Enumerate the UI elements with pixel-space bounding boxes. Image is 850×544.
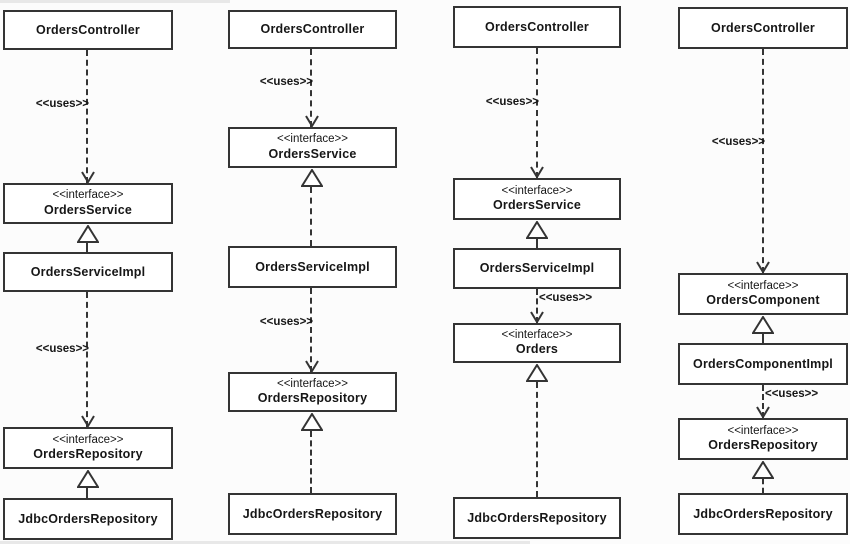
class-name: OrdersService: [43, 202, 133, 217]
stereotype-label: <<interface>>: [52, 189, 124, 202]
uses-label: <<uses>>: [259, 316, 313, 328]
class-name: OrdersController: [711, 20, 815, 35]
class-name: OrdersController: [260, 22, 365, 37]
open-arrowhead-down-icon: [81, 171, 95, 183]
class-name: OrdersComponent: [706, 293, 820, 308]
interface-box-ordersservice: <<interface>> OrdersService: [228, 127, 397, 168]
class-name: OrdersRepository: [33, 447, 143, 462]
class-box-ordersserviceimpl: OrdersServiceImpl: [228, 246, 397, 288]
uses-label: <<uses>>: [35, 98, 89, 110]
dependency-dashed-line: [310, 288, 312, 372]
class-name: OrdersServiceImpl: [255, 259, 370, 274]
class-box-orderscontroller: OrdersController: [228, 10, 397, 49]
dependency-dashed-line: [86, 292, 88, 427]
class-name: JdbcOrdersRepository: [18, 511, 158, 526]
dependency-dashed-line: [536, 48, 538, 178]
class-name: JdbcOrdersRepository: [693, 506, 833, 521]
open-arrowhead-down-icon: [756, 406, 770, 418]
interface-box-orders: <<interface>> Orders: [453, 323, 621, 363]
class-box-orderscomponentimpl: OrdersComponentImpl: [678, 343, 848, 385]
open-arrowhead-down-icon: [756, 261, 770, 273]
realization-dashed-line: [310, 431, 312, 493]
class-name: OrdersController: [485, 19, 589, 34]
realization-dashed-line: [310, 187, 312, 246]
uses-label: <<uses>>: [259, 76, 313, 88]
interface-box-ordersrepository: <<interface>> OrdersRepository: [3, 427, 173, 469]
class-name: Orders: [515, 342, 559, 357]
realization-dashed-line: [762, 334, 764, 343]
dependency-dashed-line: [86, 50, 88, 183]
class-box-jdbcordersrepository: JdbcOrdersRepository: [3, 498, 173, 540]
class-name: OrdersRepository: [257, 391, 368, 406]
interface-box-ordersrepository: <<interface>> OrdersRepository: [228, 372, 397, 412]
stereotype-label: <<interface>>: [277, 377, 348, 390]
realization-dashed-line: [86, 488, 88, 498]
scan-artifact: [0, 0, 230, 3]
uses-label: <<uses>>: [711, 136, 765, 148]
stereotype-label: <<interface>>: [727, 279, 799, 292]
realization-triangle-icon: [526, 364, 548, 382]
class-box-orderscontroller: OrdersController: [453, 6, 621, 48]
realization-dashed-line: [762, 479, 764, 493]
open-arrowhead-down-icon: [81, 415, 95, 427]
dependency-dashed-line: [762, 385, 764, 418]
class-box-jdbcordersrepository: JdbcOrdersRepository: [453, 497, 621, 539]
class-box-orderscontroller: OrdersController: [678, 7, 848, 49]
dependency-dashed-line: [310, 49, 312, 127]
realization-triangle-icon: [301, 413, 323, 431]
realization-triangle-icon: [752, 316, 774, 334]
realization-triangle-icon: [752, 461, 774, 479]
stereotype-label: <<interface>>: [727, 424, 799, 437]
uses-label: <<uses>>: [765, 388, 819, 400]
class-name: OrdersServiceImpl: [479, 261, 595, 276]
interface-box-orderscomponent: <<interface>> OrdersComponent: [678, 273, 848, 315]
realization-dashed-line: [536, 382, 538, 497]
class-name: OrdersServiceImpl: [30, 264, 146, 279]
class-box-jdbcordersrepository: JdbcOrdersRepository: [228, 493, 397, 535]
interface-box-ordersservice: <<interface>> OrdersService: [3, 183, 173, 224]
class-name: OrdersService: [492, 198, 582, 213]
class-name: JdbcOrdersRepository: [467, 510, 607, 525]
realization-triangle-icon: [77, 225, 99, 243]
stereotype-label: <<interface>>: [277, 133, 348, 146]
interface-box-ordersservice: <<interface>> OrdersService: [453, 178, 621, 220]
class-name: OrdersController: [36, 22, 140, 37]
class-box-jdbcordersrepository: JdbcOrdersRepository: [678, 493, 848, 535]
class-name: JdbcOrdersRepository: [242, 506, 383, 521]
open-arrowhead-down-icon: [530, 311, 544, 323]
dependency-dashed-line: [536, 289, 538, 323]
class-box-ordersserviceimpl: OrdersServiceImpl: [3, 252, 173, 292]
class-name: OrdersService: [268, 146, 357, 161]
stereotype-label: <<interface>>: [501, 328, 573, 341]
uses-label: <<uses>>: [485, 96, 539, 108]
realization-triangle-icon: [526, 221, 548, 239]
realization-dashed-line: [536, 239, 538, 248]
uses-label: <<uses>>: [539, 292, 593, 304]
interface-box-ordersrepository: <<interface>> OrdersRepository: [678, 418, 848, 460]
stereotype-label: <<interface>>: [501, 184, 573, 197]
realization-triangle-icon: [77, 470, 99, 488]
class-name: OrdersComponentImpl: [693, 356, 833, 371]
open-arrowhead-down-icon: [530, 166, 544, 178]
realization-triangle-icon: [301, 169, 323, 187]
open-arrowhead-down-icon: [305, 115, 319, 127]
class-box-ordersserviceimpl: OrdersServiceImpl: [453, 248, 621, 289]
dependency-dashed-line: [762, 49, 764, 273]
uses-label: <<uses>>: [35, 343, 89, 355]
scan-artifact: [0, 541, 530, 544]
class-box-orderscontroller: OrdersController: [3, 10, 173, 50]
open-arrowhead-down-icon: [305, 360, 319, 372]
realization-dashed-line: [86, 243, 88, 252]
stereotype-label: <<interface>>: [52, 433, 124, 446]
class-name: OrdersRepository: [708, 438, 818, 453]
